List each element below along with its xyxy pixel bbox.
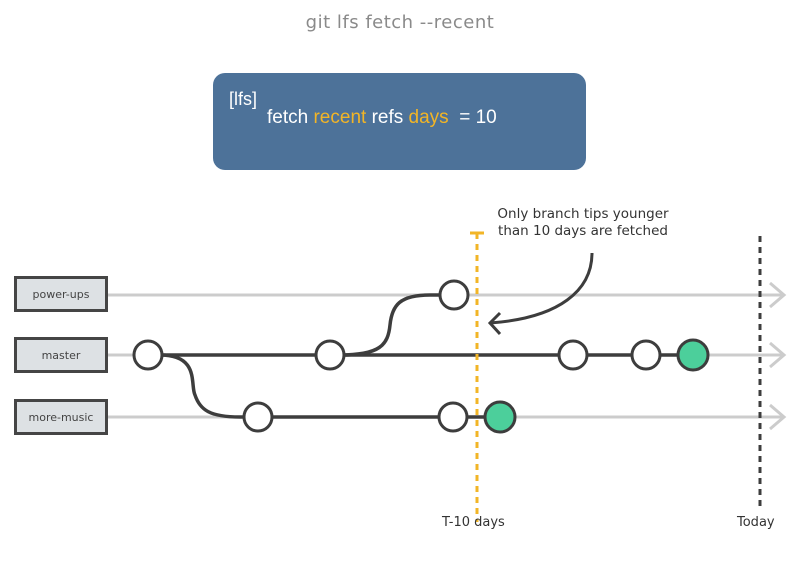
branch-label-master: master <box>14 337 108 373</box>
annotation-line: than 10 days are fetched <box>498 223 668 239</box>
arrow-head-icon <box>769 341 787 369</box>
today-label: Today <box>737 515 775 530</box>
config-key-part: fetch <box>267 107 314 128</box>
config-key-part: refs <box>366 107 409 128</box>
arrow-head-icon <box>769 281 787 309</box>
fetched-commit <box>483 400 517 434</box>
branch-label-power-ups: power-ups <box>14 276 108 312</box>
commit <box>437 401 469 433</box>
config-key-part: recent <box>313 107 367 128</box>
cutoff-label: T-10 days <box>442 515 505 530</box>
commit <box>314 339 346 371</box>
power-ups-fork <box>339 293 454 357</box>
commit <box>438 279 470 311</box>
config-section: [lfs] <box>229 89 258 109</box>
page-title: git lfs fetch --recent <box>305 12 495 33</box>
fetched-commit <box>676 338 710 372</box>
arrow-head-icon <box>769 403 787 431</box>
config-box: [lfs] fetch recent refs days = 10 <box>213 73 586 170</box>
config-key-part: days <box>408 107 449 128</box>
config-value: = 10 <box>448 107 497 128</box>
commit <box>132 339 164 371</box>
more-music-fork <box>159 353 500 419</box>
commit <box>242 401 274 433</box>
annotation-text: Only branch tips younger than 10 days ar… <box>470 206 696 240</box>
config-line: fetch recent refs days = 10 <box>267 107 497 129</box>
annotation-arrow-icon <box>487 252 594 336</box>
annotation-line: Only branch tips younger <box>497 206 669 222</box>
commit <box>630 339 662 371</box>
branch-label-more-music: more-music <box>14 399 108 435</box>
commit <box>557 339 589 371</box>
cutoff-line <box>470 231 484 522</box>
